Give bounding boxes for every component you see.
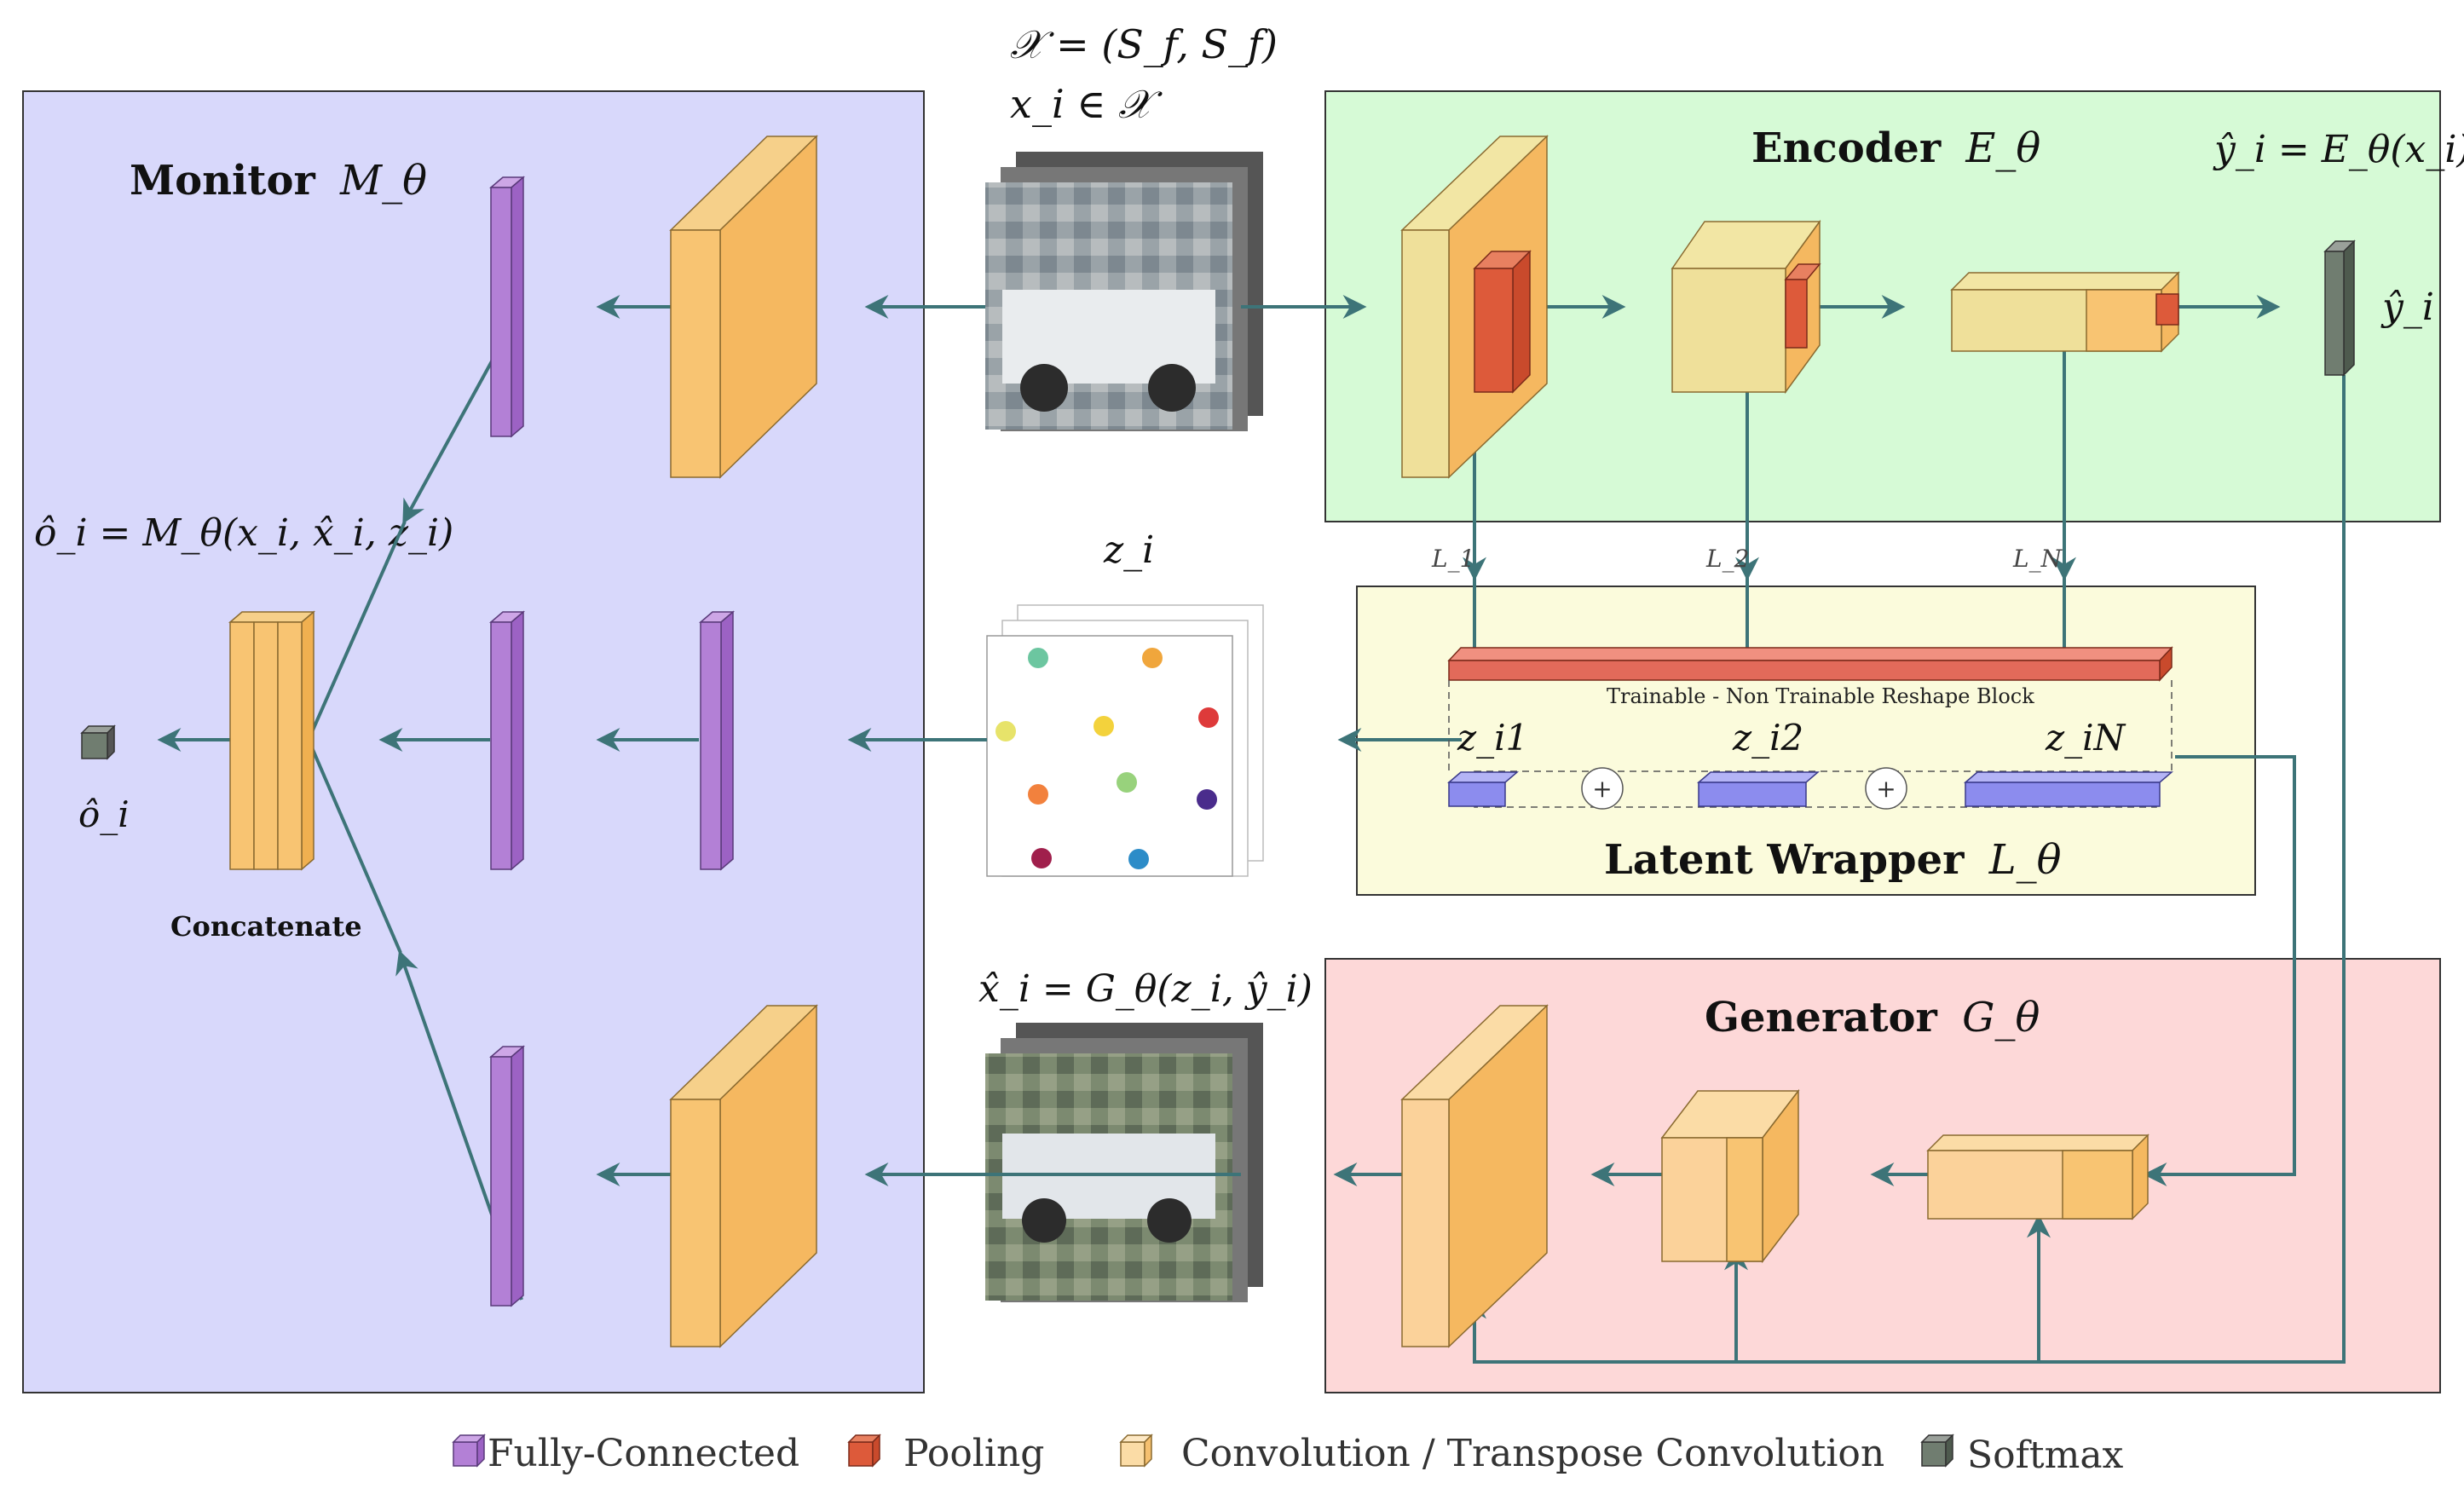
yhat-output-label: ŷ_i (2380, 286, 2434, 329)
concatenate-block (228, 610, 316, 871)
yhat-def-label: ŷ_i = E_θ(x_i) (2213, 128, 2464, 171)
legend-conv-swatch (1119, 1434, 1153, 1468)
latent-chunk-1 (1446, 771, 1520, 807)
generator-convt-small (1926, 1134, 2150, 1220)
latent-wrapper-title: Latent Wrapper L_θ (1604, 836, 2062, 884)
reshape-block (1447, 646, 2173, 682)
encoder-softmax-block (2323, 239, 2356, 377)
reshape-label: Trainable - Non Trainable Reshape Block (1607, 684, 2034, 708)
L1-label: L_1 (1431, 545, 1474, 573)
L2-label: L_2 (1705, 545, 1749, 573)
zi1-label: z_i1 (1457, 717, 1528, 759)
input-image-stack (985, 152, 1263, 431)
ohat-def-label: ô_i = M_θ(x_i, x̂_i, z_i) (34, 511, 453, 555)
LN-label: L_N (2012, 545, 2063, 573)
encoder-conv-3 (1950, 271, 2180, 353)
encoder-title: Encoder E_θ (1751, 124, 2040, 172)
latent-dashed-guides (1448, 680, 2173, 808)
plus-node-2: + (1865, 767, 1907, 810)
concatenate-label: Concatenate (170, 910, 362, 943)
plus-node-1: + (1581, 767, 1624, 810)
legend: Fully-Connected Pooling Convolution / Tr… (452, 1432, 2124, 1477)
latent-chunk-n (1963, 771, 2174, 807)
encoder-conv-2 (1671, 219, 1821, 395)
softmax-output-block (80, 724, 116, 760)
latent-scatter-stack (986, 604, 1264, 877)
legend-softmax-swatch (1920, 1434, 1954, 1468)
latent-chunk-2 (1696, 771, 1821, 807)
monitor-fc-middle-left (488, 610, 526, 871)
sample-label: x_i ∈ 𝒳 (1010, 81, 1163, 127)
xhat-label: x̂_i = G_θ(z_i, ŷ_i) (978, 967, 1313, 1011)
monitor-conv-bottom (669, 1004, 818, 1348)
generator-convt-large (1400, 1004, 1549, 1348)
generator-convt-medium (1660, 1088, 1800, 1264)
generated-image-stack (985, 1023, 1263, 1302)
monitor-conv-top (669, 135, 818, 479)
svg-text:+: + (1592, 775, 1612, 803)
dataset-label: 𝒳 = (S_f, S_f) (1010, 21, 1278, 67)
ziN-label: z_iN (2045, 717, 2126, 759)
monitor-fc-top (488, 176, 526, 438)
monitor-fc-middle-right (698, 610, 736, 871)
z-label: z_i (1103, 528, 1154, 572)
ohat-label: ô_i (78, 793, 130, 835)
legend-conv-label: Convolution / Transpose Convolution (1181, 1432, 1884, 1475)
legend-pooling-label: Pooling (903, 1432, 1044, 1475)
legend-softmax-label: Softmax (1967, 1434, 2124, 1477)
legend-pooling-swatch (847, 1434, 881, 1468)
legend-fc-label: Fully-Connected (488, 1432, 799, 1475)
generator-title: Generator G_θ (1705, 994, 2040, 1041)
encoder-conv-1 (1400, 135, 1549, 479)
zi2-label: z_i2 (1732, 717, 1803, 759)
monitor-fc-bottom (488, 1045, 526, 1307)
latent-wrapper-panel (1356, 586, 2256, 896)
svg-text:+: + (1876, 775, 1896, 803)
monitor-title: Monitor M_θ (130, 157, 427, 205)
legend-fc-swatch (452, 1434, 486, 1468)
